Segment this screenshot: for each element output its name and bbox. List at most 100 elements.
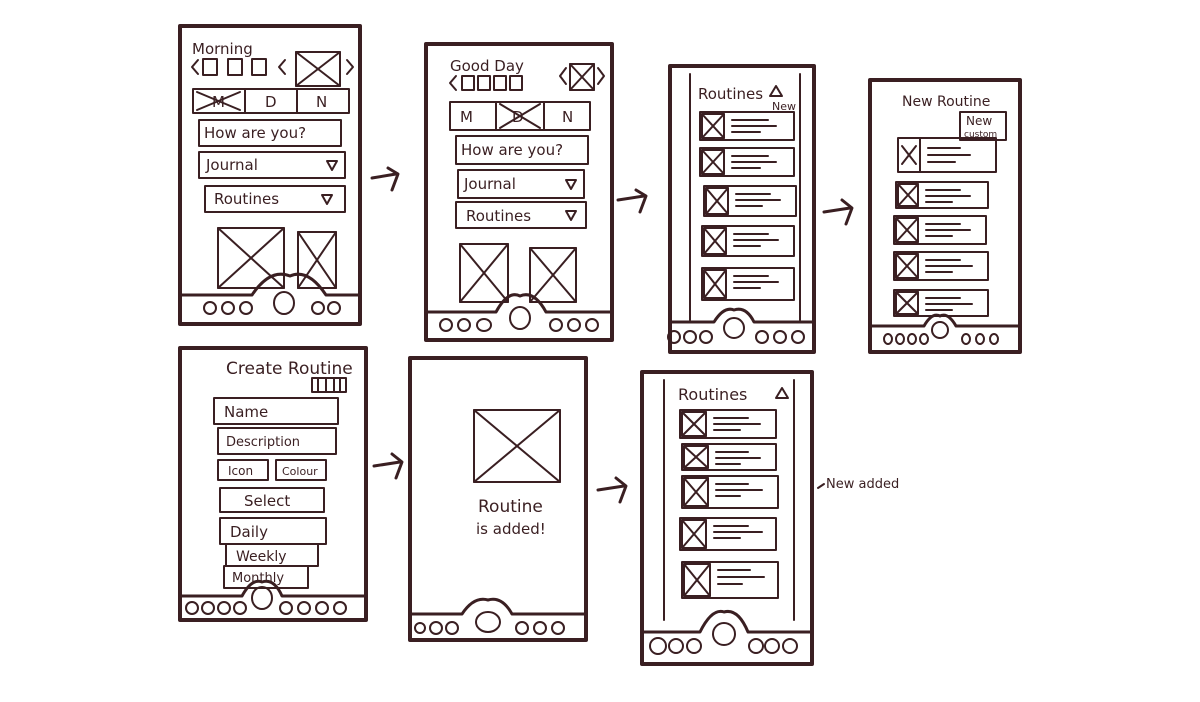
- description-field[interactable]: Description: [217, 427, 337, 455]
- list-item[interactable]: [893, 215, 987, 245]
- home-center-icon[interactable]: [723, 317, 745, 339]
- name-field[interactable]: Name: [213, 397, 339, 425]
- journal-dropdown[interactable]: Journal: [198, 151, 346, 179]
- nav-icon[interactable]: [233, 601, 247, 615]
- bottom-nav-bar[interactable]: [870, 313, 1020, 345]
- nav-icon[interactable]: [791, 330, 805, 344]
- nav-icon[interactable]: [457, 318, 471, 332]
- list-item[interactable]: [701, 267, 795, 301]
- home-center-icon[interactable]: [251, 586, 273, 610]
- list-item[interactable]: [893, 251, 989, 281]
- list-item[interactable]: [703, 185, 797, 217]
- list-item-new[interactable]: [681, 561, 779, 599]
- nav-icon[interactable]: [755, 330, 769, 344]
- home-center-icon[interactable]: [509, 306, 531, 330]
- bottom-nav-bar[interactable]: [180, 579, 366, 615]
- colour-button[interactable]: Colour: [275, 459, 327, 481]
- nav-icon[interactable]: [333, 601, 347, 615]
- nav-icon[interactable]: [989, 333, 999, 345]
- tab-morning[interactable]: M: [460, 108, 473, 126]
- routines-dropdown[interactable]: Routines: [204, 185, 346, 213]
- calendar-strip[interactable]: [449, 67, 605, 91]
- nav-icon[interactable]: [773, 330, 787, 344]
- nav-icon[interactable]: [667, 330, 681, 344]
- mood-question-button[interactable]: How are you?: [455, 135, 589, 165]
- nav-icon[interactable]: [201, 601, 215, 615]
- day-tabs[interactable]: M D N: [449, 101, 591, 131]
- frequency-option-monthly[interactable]: Monthly: [223, 565, 309, 589]
- day-tabs[interactable]: M D N: [192, 88, 350, 114]
- nav-icon[interactable]: [533, 621, 547, 635]
- tab-night[interactable]: N: [316, 93, 327, 111]
- nav-icon[interactable]: [327, 301, 341, 315]
- nav-icon[interactable]: [203, 301, 217, 315]
- nav-icon[interactable]: [515, 621, 529, 635]
- nav-icon[interactable]: [961, 333, 971, 345]
- nav-icon[interactable]: [429, 621, 443, 635]
- tab-night[interactable]: N: [562, 108, 573, 126]
- bottom-nav-bar[interactable]: [426, 293, 612, 332]
- nav-icon[interactable]: [585, 318, 599, 332]
- bottom-nav-bar[interactable]: [180, 272, 360, 315]
- tab-day[interactable]: D: [265, 93, 277, 111]
- nav-icon[interactable]: [551, 621, 565, 635]
- nav-icon[interactable]: [975, 333, 985, 345]
- home-center-icon[interactable]: [712, 622, 736, 646]
- nav-icon[interactable]: [649, 637, 667, 655]
- nav-icon[interactable]: [221, 301, 235, 315]
- nav-icon[interactable]: [907, 333, 917, 345]
- list-item[interactable]: [701, 225, 795, 257]
- list-item[interactable]: [681, 475, 779, 509]
- nav-icon[interactable]: [414, 622, 426, 634]
- select-button[interactable]: Select: [219, 487, 325, 513]
- new-custom-button[interactable]: New custom: [959, 111, 1007, 141]
- nav-icon[interactable]: [217, 601, 231, 615]
- calendar-strip[interactable]: [191, 58, 354, 76]
- list-item[interactable]: [895, 181, 989, 209]
- mood-question-button[interactable]: How are you?: [198, 119, 342, 147]
- nav-icon[interactable]: [445, 621, 459, 635]
- nav-icon[interactable]: [668, 638, 684, 654]
- list-item[interactable]: [897, 137, 997, 173]
- nav-icon[interactable]: [315, 601, 329, 615]
- nav-icon[interactable]: [883, 333, 893, 345]
- frequency-option-weekly[interactable]: Weekly: [225, 543, 319, 567]
- nav-icon[interactable]: [764, 638, 780, 654]
- nav-icon[interactable]: [699, 330, 713, 344]
- list-item[interactable]: [699, 147, 795, 177]
- list-item[interactable]: [679, 409, 777, 439]
- nav-icon[interactable]: [683, 330, 697, 344]
- bottom-nav-bar[interactable]: [410, 597, 586, 635]
- nav-icon[interactable]: [297, 601, 311, 615]
- nav-icon[interactable]: [279, 601, 293, 615]
- nav-icon[interactable]: [895, 333, 905, 345]
- new-routine-button[interactable]: New: [769, 85, 796, 113]
- icon-button[interactable]: Icon: [217, 459, 269, 481]
- home-center-icon[interactable]: [475, 611, 501, 633]
- nav-icon[interactable]: [239, 301, 253, 315]
- nav-icon[interactable]: [476, 318, 492, 332]
- list-item[interactable]: [893, 289, 989, 317]
- nav-icon[interactable]: [549, 318, 563, 332]
- tab-day[interactable]: D: [512, 108, 524, 126]
- frequency-option-daily[interactable]: Daily: [219, 517, 327, 545]
- journal-dropdown[interactable]: Journal: [457, 169, 585, 199]
- tab-morning[interactable]: M: [212, 93, 225, 111]
- nav-icon[interactable]: [439, 318, 453, 332]
- nav-icon[interactable]: [919, 333, 929, 345]
- nav-icon[interactable]: [567, 318, 581, 332]
- home-center-icon[interactable]: [931, 321, 949, 339]
- list-item[interactable]: [679, 517, 777, 551]
- routines-dropdown[interactable]: Routines: [455, 201, 587, 229]
- nav-icon[interactable]: [686, 638, 702, 654]
- nav-icon[interactable]: [748, 638, 764, 654]
- list-item[interactable]: [699, 111, 795, 141]
- bottom-nav-bar[interactable]: [667, 307, 814, 344]
- nav-icon[interactable]: [782, 638, 798, 654]
- nav-icon[interactable]: [185, 601, 199, 615]
- home-center-icon[interactable]: [273, 291, 295, 315]
- list-item[interactable]: [681, 443, 777, 471]
- triangle-icon[interactable]: [775, 387, 789, 399]
- bottom-nav-bar[interactable]: [642, 609, 812, 655]
- nav-icon[interactable]: [311, 301, 325, 315]
